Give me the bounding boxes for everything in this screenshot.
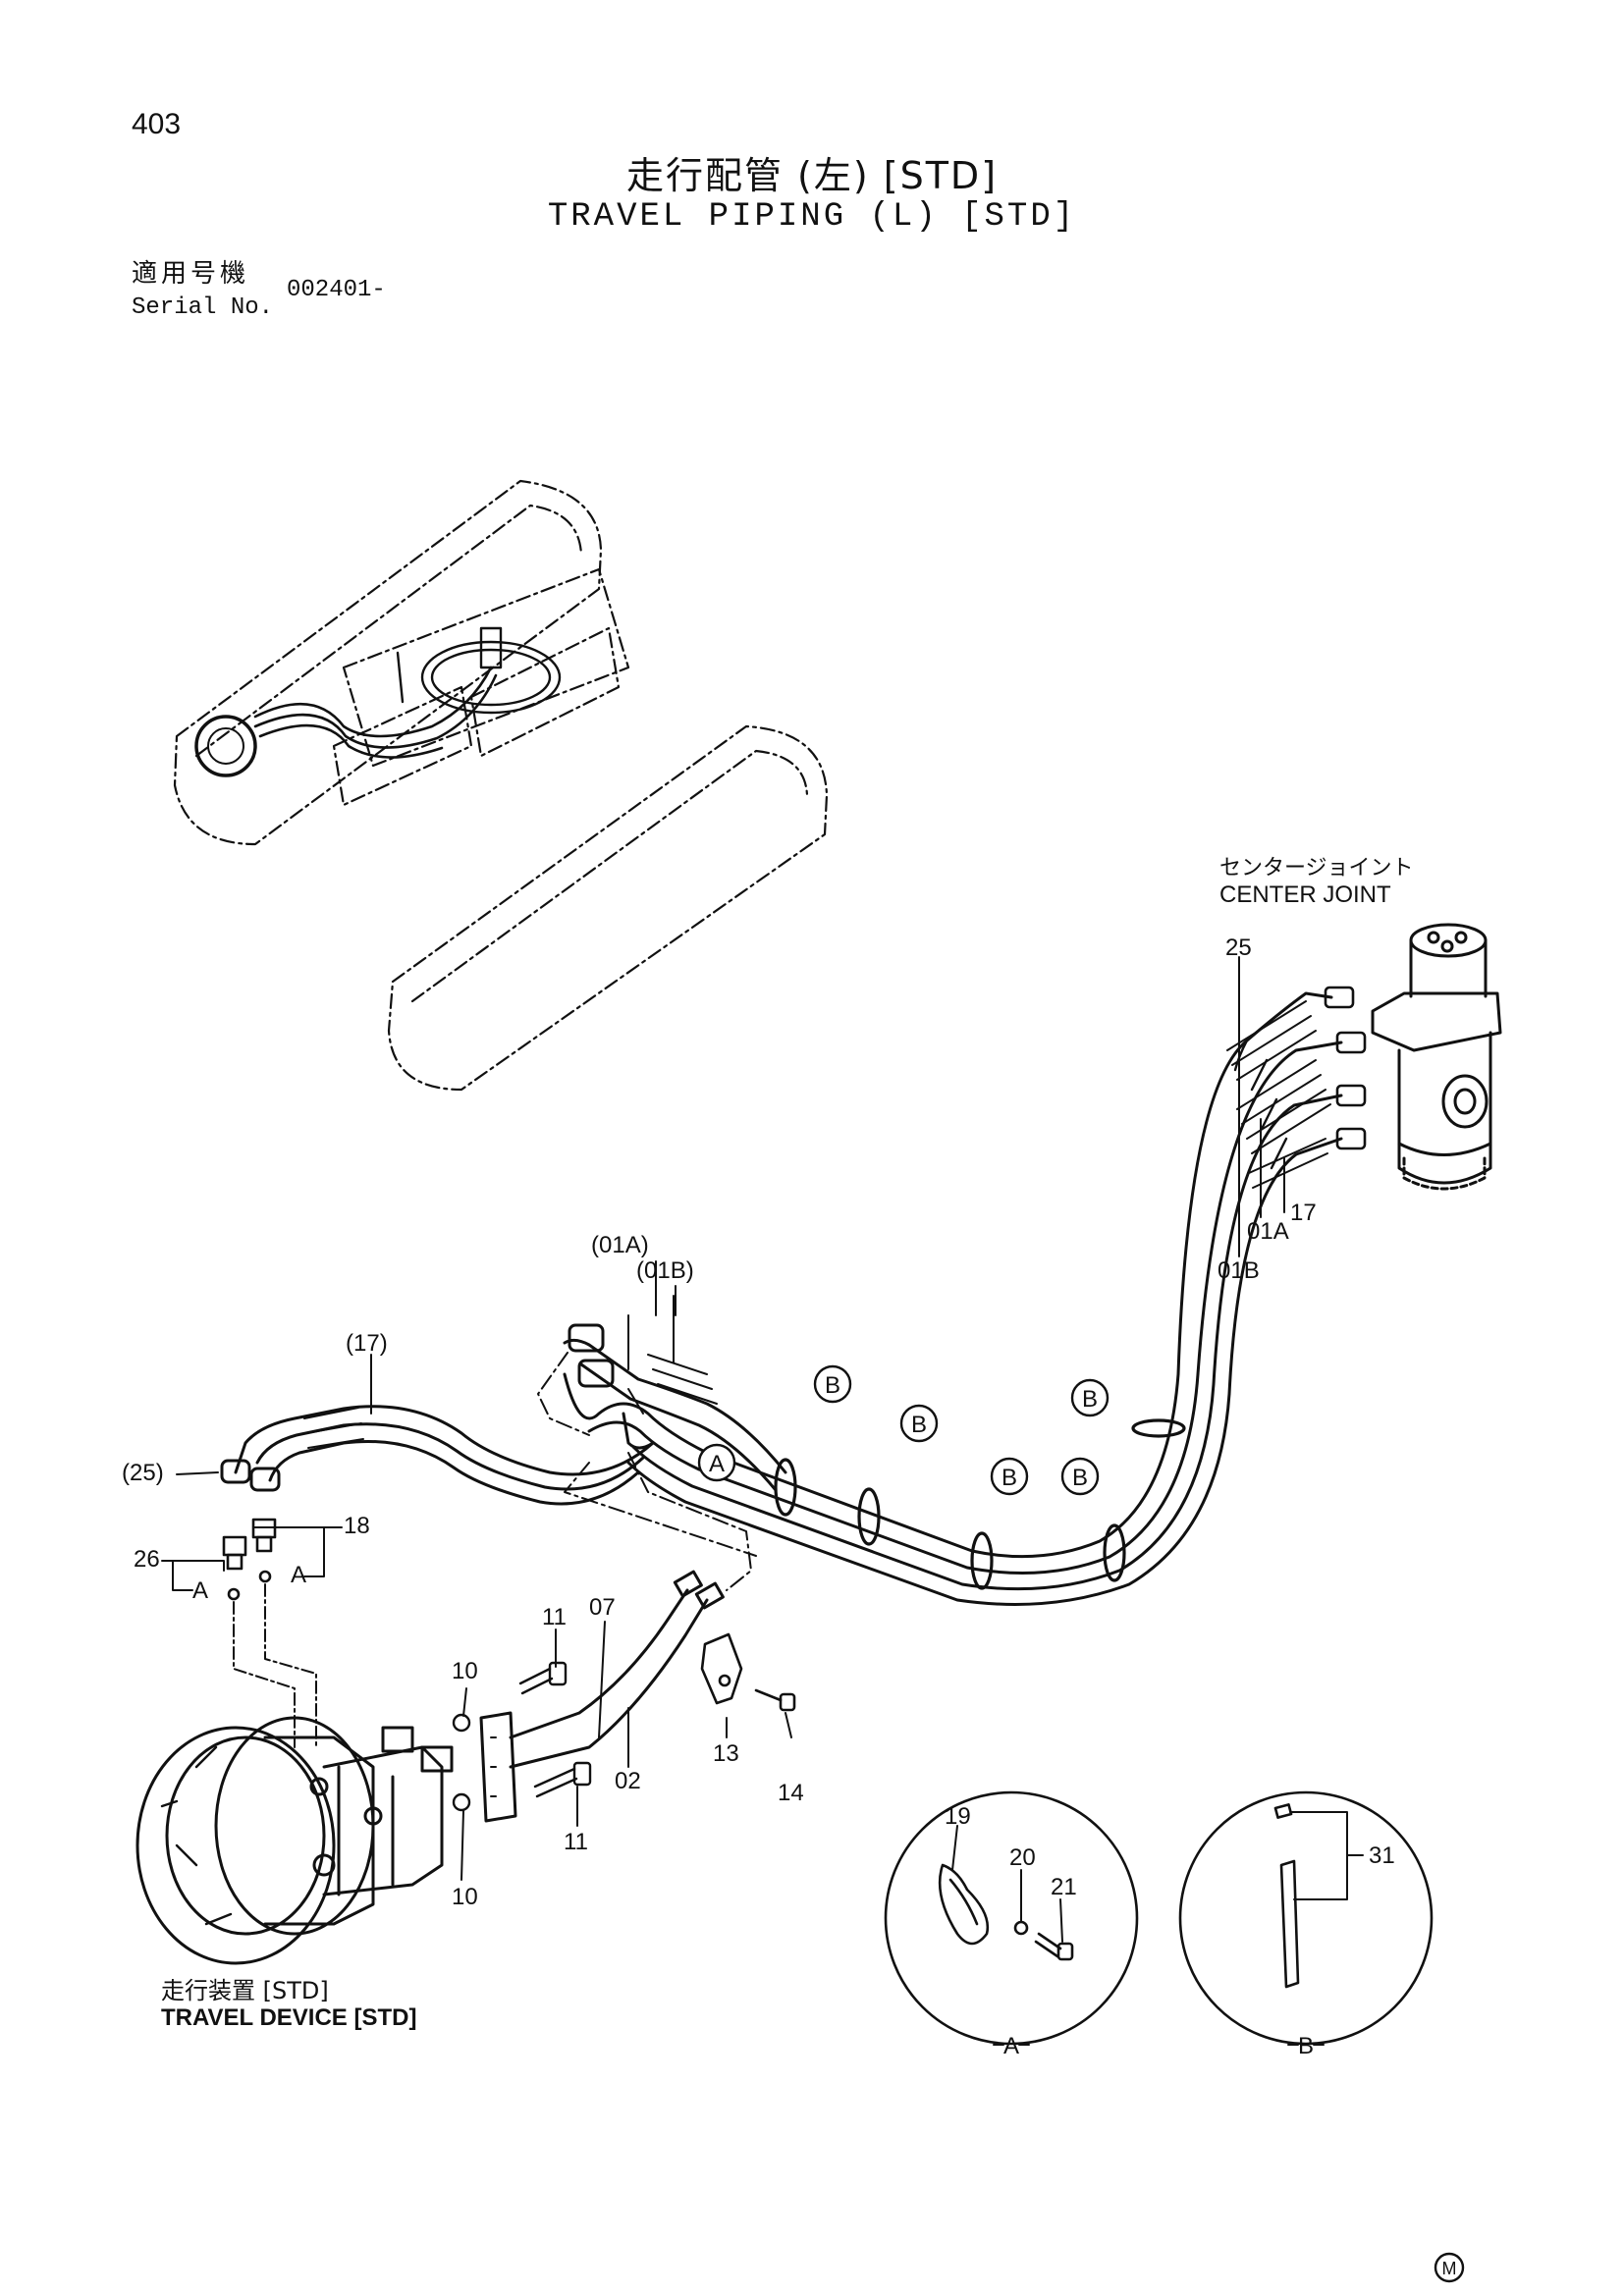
upper-branch-hoses (563, 1295, 787, 1492)
detail-b-label: B (1298, 2033, 1314, 2059)
view-marker-b3-text: B (1082, 1386, 1098, 1413)
undercarriage-center-ring (396, 626, 562, 715)
callout-10-top: 10 (452, 1658, 478, 1684)
callout-10-bottom: 10 (452, 1884, 478, 1910)
serial-label-english: Serial No. (132, 294, 274, 321)
center-joint-ports (1324, 986, 1367, 1150)
serial-label-japanese: 適用号機 (132, 259, 250, 289)
serial-number-value: 002401- (287, 277, 386, 303)
detail-view-circles (884, 1790, 1434, 2046)
view-marker-b3 (1070, 1378, 1110, 1417)
page-number: 403 (132, 108, 182, 140)
callout-21: 21 (1051, 1874, 1077, 1900)
pipe-assembly-07-02 (479, 1570, 725, 1823)
view-marker-circles (697, 1364, 1465, 2283)
callout-18: 18 (344, 1513, 370, 1539)
undercarriage-hoses (194, 666, 498, 777)
center-joint-drawing (1324, 923, 1502, 1191)
center-joint-label-english: CENTER JOINT (1219, 881, 1391, 908)
callout-01a-paren: (01A) (591, 1232, 649, 1258)
hose-bundle (563, 991, 1343, 1606)
view-marker-b5-text: B (1072, 1465, 1088, 1491)
callout-01a-right: 01A (1247, 1218, 1289, 1245)
bracket-13-bolt-14 (700, 1632, 796, 1712)
callout-11-bottom: 11 (564, 1829, 588, 1855)
view-marker-b2 (899, 1404, 939, 1443)
view-marker-b1 (813, 1364, 852, 1404)
view-marker-b2-text: B (911, 1412, 927, 1438)
callout-14: 14 (778, 1780, 804, 1806)
center-joint-label-japanese: センタージョイント (1219, 856, 1414, 881)
callout-20: 20 (1009, 1844, 1036, 1871)
callout-01b-right: 01B (1218, 1257, 1260, 1284)
callout-leader-lines (161, 956, 1364, 2046)
callout-19: 19 (945, 1803, 971, 1830)
travel-motor-drawing (135, 1716, 454, 1965)
detail-b-parts (1273, 1803, 1300, 1989)
footer-mark-circle (1434, 2252, 1465, 2283)
view-marker-b4 (990, 1457, 1029, 1496)
detail-a-parts (938, 1863, 1074, 1961)
hose-clamps (774, 1418, 1186, 1590)
view-marker-a1-text: A (709, 1451, 725, 1477)
travel-device-label-japanese: 走行装置 [STD] (161, 1977, 329, 2004)
footer-mark-text: M (1442, 2259, 1457, 2278)
callout-17-paren: (17) (346, 1330, 388, 1357)
view-marker-b4-text: B (1001, 1465, 1017, 1491)
callout-31: 31 (1369, 1842, 1395, 1869)
fittings-26-18 (222, 1518, 317, 1748)
reference-a-left: A (192, 1577, 208, 1604)
callout-13: 13 (713, 1740, 739, 1767)
callout-07: 07 (589, 1594, 616, 1621)
callout-11-top: 11 (542, 1604, 567, 1630)
view-marker-b1-text: B (825, 1372, 840, 1399)
callout-25-top: 25 (1225, 934, 1252, 961)
reference-lines (537, 1352, 757, 1591)
callout-02: 02 (615, 1768, 641, 1794)
page-title-japanese: 走行配管 (左) [STD] (625, 154, 999, 197)
callout-17-right: 17 (1290, 1200, 1317, 1226)
bolts-and-washers (452, 1661, 592, 1812)
reference-a-right: A (291, 1562, 306, 1588)
detail-a-label: A (1003, 2033, 1019, 2059)
callout-25-paren: (25) (122, 1460, 164, 1486)
callout-01b-paren: (01B) (636, 1257, 694, 1284)
callout-26: 26 (134, 1546, 160, 1573)
view-marker-b5 (1060, 1457, 1100, 1496)
travel-device-label-english: TRAVEL DEVICE [STD] (161, 2004, 417, 2031)
left-hoses (220, 1405, 655, 1506)
undercarriage-overview-drawing (173, 479, 829, 1092)
page-title-english: TRAVEL PIPING (L) [STD] (547, 198, 1077, 236)
view-marker-a1 (697, 1443, 736, 1482)
